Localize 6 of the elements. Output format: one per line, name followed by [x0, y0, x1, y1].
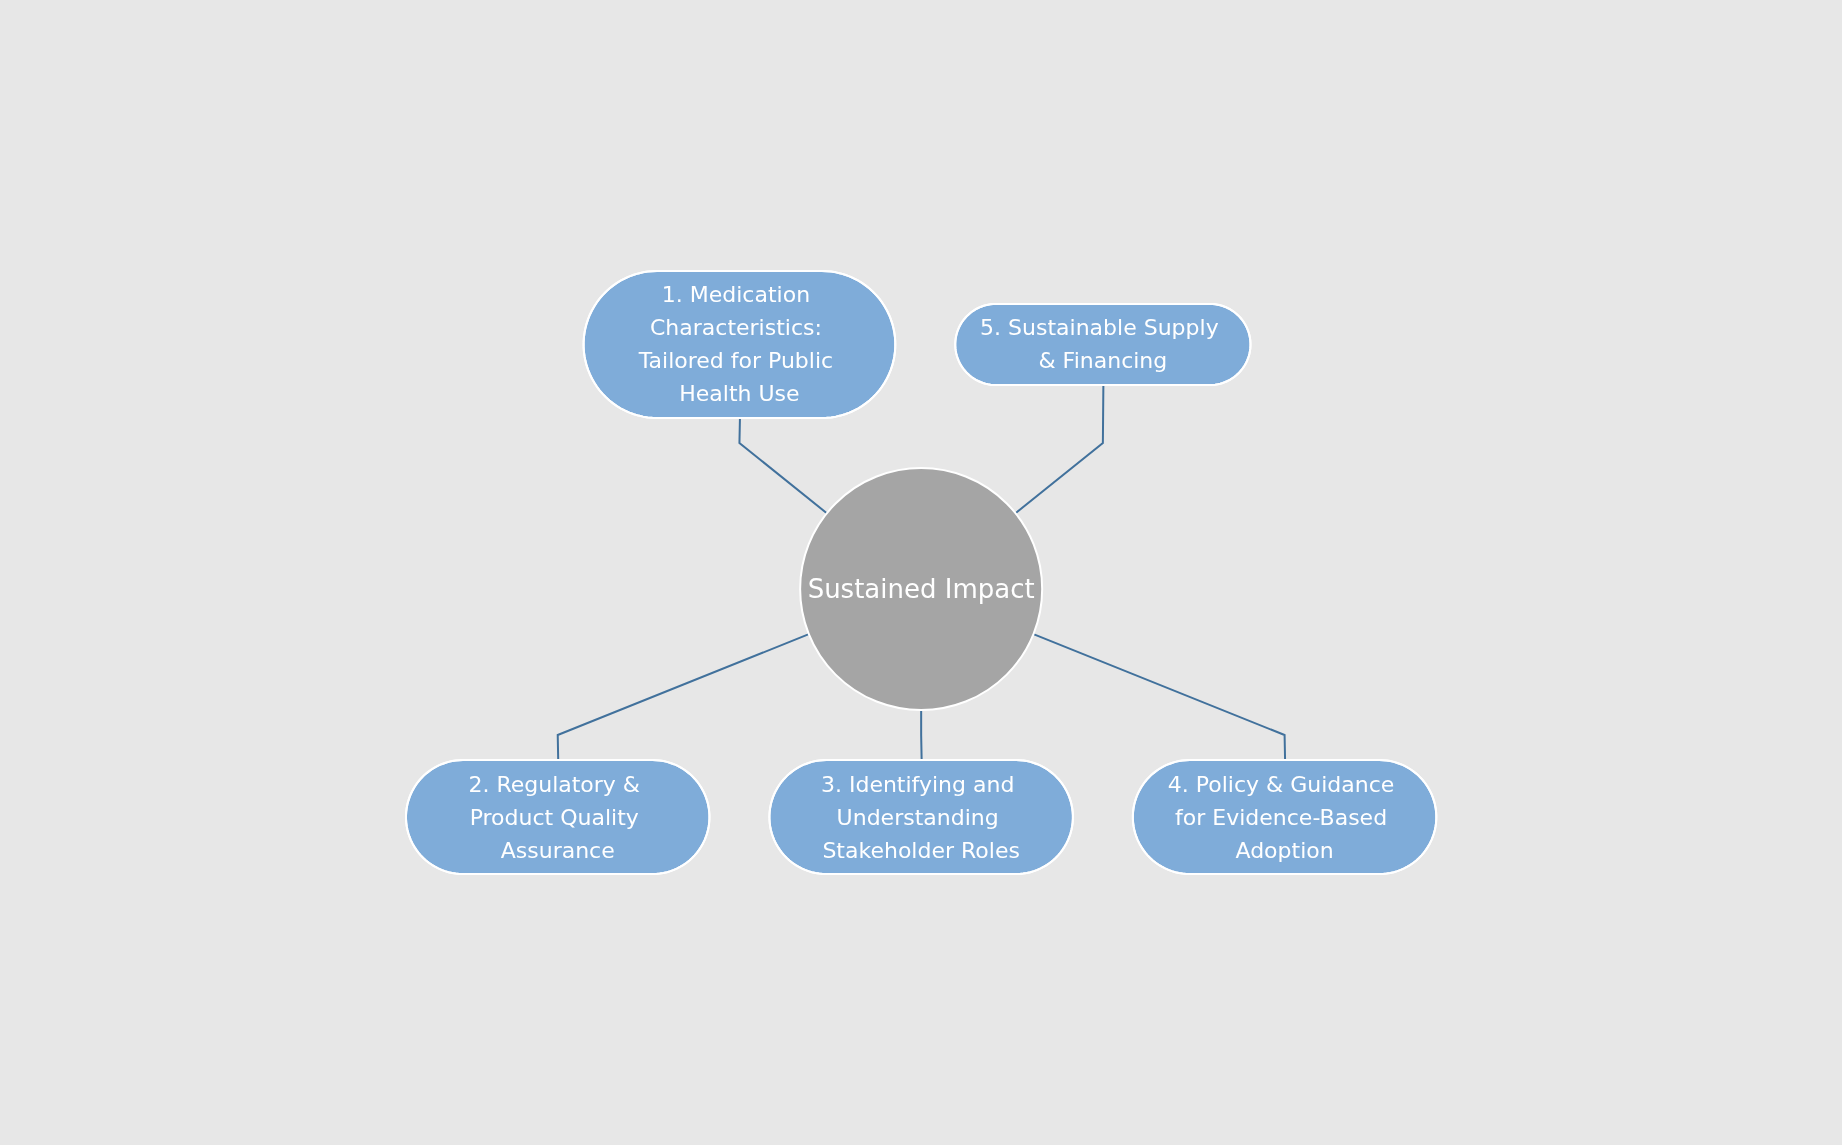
connector [738, 417, 828, 515]
connector [1014, 384, 1105, 515]
connector [920, 709, 923, 762]
node-circle: Sustained Impact [799, 467, 1043, 711]
connector [1032, 633, 1286, 762]
connector [556, 633, 810, 762]
